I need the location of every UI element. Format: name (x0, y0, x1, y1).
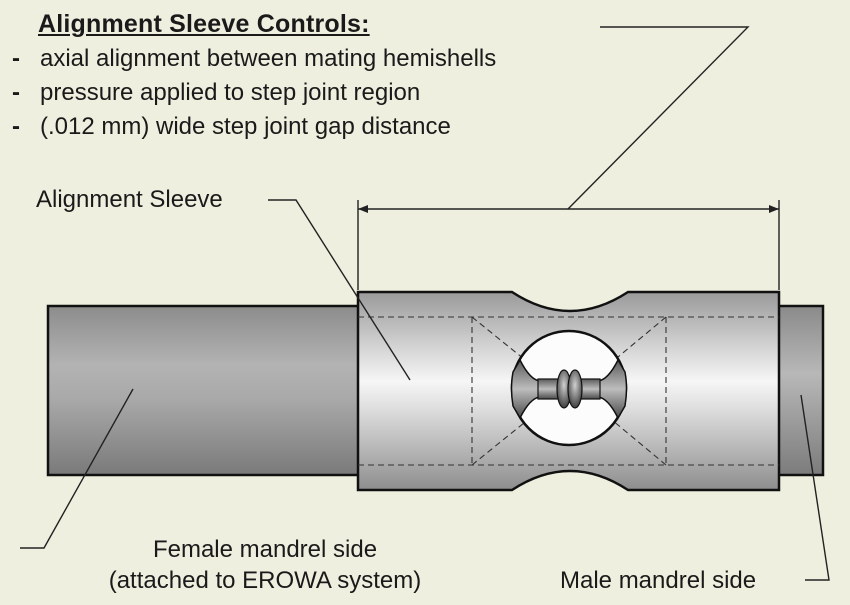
female-mandrel-sublabel: (attached to EROWA system) (108, 567, 422, 594)
bullet-marker: - (12, 113, 20, 140)
female-mandrel-label: Female mandrel side (152, 536, 378, 563)
controls-title: Alignment Sleeve Controls: (38, 10, 370, 38)
bullet-marker: - (12, 79, 20, 106)
bullet-item: -axial alignment between mating hemishel… (12, 45, 496, 73)
bullet-text: (.012 mm) wide step joint gap distance (40, 113, 451, 140)
bullet-item: -(.012 mm) wide step joint gap distance (12, 113, 451, 141)
dimension-line (357, 200, 780, 290)
male-mandrel (776, 304, 825, 477)
bullet-text: pressure applied to step joint region (40, 79, 421, 106)
bullet-text: axial alignment between mating hemishell… (40, 45, 497, 72)
male-mandrel-label: Male mandrel side (560, 567, 757, 594)
female-mandrel (46, 304, 362, 477)
bullet-marker: - (12, 45, 20, 72)
alignment-sleeve-label: Alignment Sleeve (36, 186, 223, 213)
leader-lines (20, 26, 830, 581)
bullet-item: -pressure applied to step joint region (12, 79, 420, 107)
step-joint-window (510, 329, 628, 447)
